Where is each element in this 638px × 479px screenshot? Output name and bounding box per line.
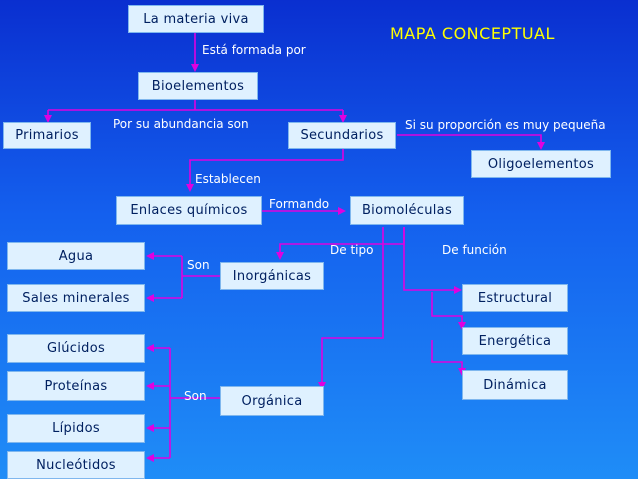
line-funcion-trunk <box>403 227 432 291</box>
node-proteinas: Proteínas <box>7 371 145 401</box>
node-estructural: Estructural <box>462 284 568 312</box>
node-nucleotidos: Nucleótidos <box>7 451 145 479</box>
link-label-establecen: Establecen <box>195 172 261 186</box>
node-dinamica: Dinámica <box>462 370 568 400</box>
arrow-to-dinamica <box>431 340 466 376</box>
node-agua: Agua <box>7 242 145 270</box>
node-energetica: Energética <box>462 327 568 355</box>
link-label-son-organica: Son <box>184 389 207 403</box>
link-label-formada: Está formada por <box>202 43 306 57</box>
link-label-son-inorganicas: Son <box>187 258 210 272</box>
node-glucidos: Glúcidos <box>7 334 145 363</box>
node-organica: Orgánica <box>220 386 324 416</box>
node-primarios: Primarios <box>3 122 91 149</box>
link-label-formando: Formando <box>269 197 330 211</box>
arrow-to-energetica <box>431 292 466 330</box>
node-enlaces-quimicos: Enlaces químicos <box>116 196 262 225</box>
link-label-proporcion: Si su proporción es muy pequeña <box>405 118 606 132</box>
node-inorganicas: Inorgánicas <box>220 262 324 290</box>
node-secundarios: Secundarios <box>288 122 396 149</box>
node-bioelementos: Bioelementos <box>138 72 258 100</box>
node-lipidos: Lípidos <box>7 414 145 443</box>
link-label-de-tipo: De tipo <box>330 243 374 257</box>
line-org-branch <box>169 348 220 458</box>
node-materia-viva: La materia viva <box>128 5 264 33</box>
arrow-to-oligoelementos <box>397 134 545 150</box>
node-sales-minerales: Sales minerales <box>7 284 145 312</box>
page-title: MAPA CONCEPTUAL <box>390 24 555 43</box>
link-label-de-funcion: De función <box>442 243 507 257</box>
node-biomoleculas: Biomoléculas <box>350 196 464 225</box>
line-bio-split <box>48 100 343 111</box>
node-oligoelementos: Oligoelementos <box>471 150 611 178</box>
link-label-abundancia: Por su abundancia son <box>113 117 249 131</box>
